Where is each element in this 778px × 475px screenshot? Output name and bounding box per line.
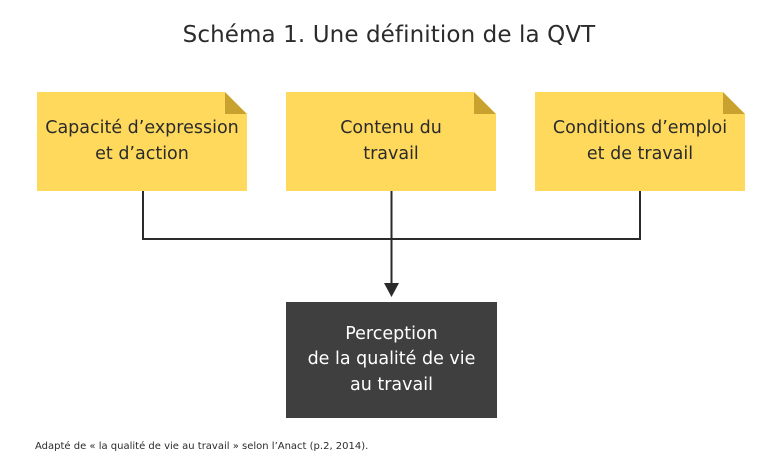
arrow-head-icon (384, 283, 399, 297)
source-note: Adapté de « la qualité de vie au travail… (35, 441, 369, 452)
diagram-title: Schéma 1. Une définition de la QVT (182, 22, 596, 48)
